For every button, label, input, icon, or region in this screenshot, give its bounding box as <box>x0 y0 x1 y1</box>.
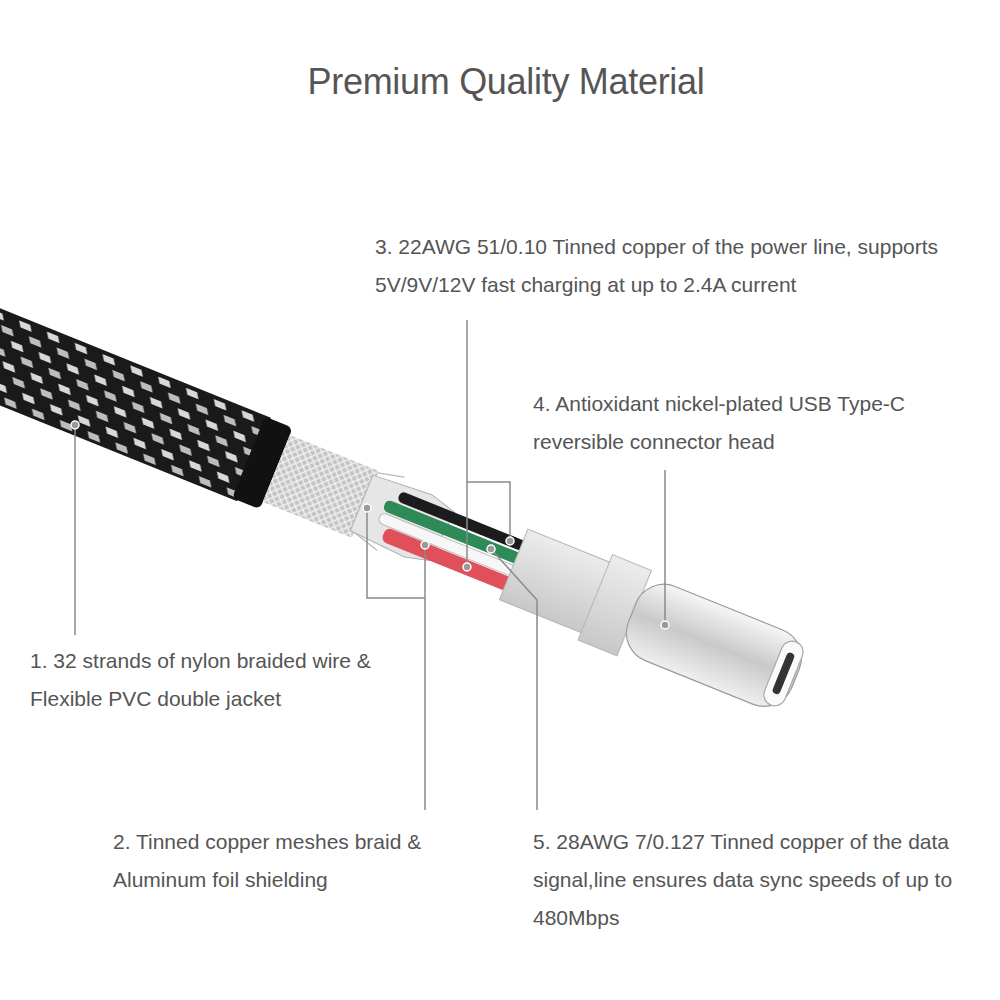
leader-dot <box>487 545 495 553</box>
plug-tongue <box>772 652 796 696</box>
callout-text: 1. 32 strands of nylon braided wire & Fl… <box>30 642 390 718</box>
leader-dot <box>661 621 669 629</box>
cable <box>0 270 813 721</box>
leader-dot <box>506 537 514 545</box>
leader-dot <box>421 541 429 549</box>
leader-dot <box>463 563 471 571</box>
callout-text: 3. 22AWG 51/0.10 Tinned copper of the po… <box>375 228 980 304</box>
leader-line <box>664 470 666 625</box>
leader-dot <box>71 421 79 429</box>
callout-text: 4. Antioxidant nickel-plated USB Type-C … <box>533 385 973 461</box>
red-wire <box>381 527 513 592</box>
callout-text: 2. Tinned copper meshes braid & Aluminum… <box>113 823 453 899</box>
leader-line <box>367 508 425 810</box>
leader-line <box>491 549 537 810</box>
metal-plug <box>617 575 810 715</box>
leader-line <box>467 320 510 567</box>
leader-line <box>74 425 76 635</box>
callout-text: 5. 28AWG 7/0.127 Tinned copper of the da… <box>533 823 978 937</box>
nylon-braid <box>0 271 271 501</box>
title: Premium Quality Material <box>12 60 1000 103</box>
plug-opening <box>761 638 807 709</box>
leader-dot <box>363 504 371 512</box>
